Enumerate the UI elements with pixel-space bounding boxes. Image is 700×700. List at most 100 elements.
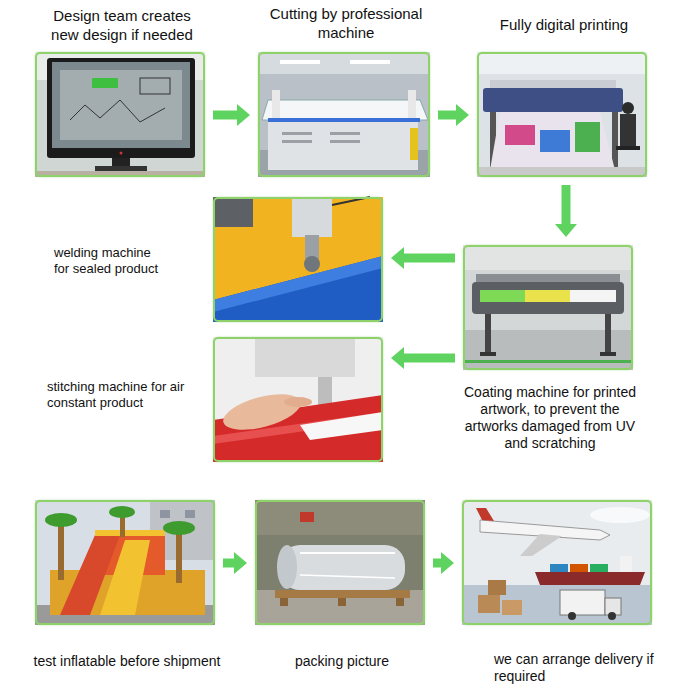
design-photo-part	[52, 62, 190, 148]
flow-arrow	[213, 104, 250, 126]
inflatable-photo	[35, 500, 215, 625]
delivery-photo-part	[478, 595, 500, 613]
stitching-photo-part	[284, 397, 312, 407]
delivery-photo-part	[620, 556, 632, 572]
flow-arrow	[555, 185, 577, 237]
inflatable-photo-part	[176, 528, 182, 583]
delivery-photo-part	[520, 534, 562, 556]
delivery-photo-part	[535, 572, 645, 585]
caption-holder: Fully digital printing	[479, 16, 649, 34]
design-photo-part	[120, 152, 123, 155]
cutting-photo-part	[408, 90, 416, 122]
stitching-photo-part	[213, 337, 383, 462]
packing-photo-part	[255, 500, 425, 625]
printing-photo	[477, 52, 647, 177]
caption-holder: Design team creates new design if needed	[47, 7, 197, 44]
photo-step: welding machine for sealed product	[213, 197, 383, 322]
flow-arrow	[438, 104, 469, 126]
printing-photo-part	[620, 114, 636, 146]
delivery-photo-part	[462, 500, 652, 625]
packing-photo-part	[255, 500, 425, 535]
coating-photo-part	[525, 290, 570, 302]
welding-photo	[213, 197, 383, 322]
printing-photo-part	[540, 130, 570, 152]
design-photo-part	[95, 166, 147, 171]
cutting-photo-part	[272, 90, 280, 122]
printing-photo-part	[505, 125, 535, 145]
cutting-photo-part	[410, 128, 418, 160]
design-photo-part	[92, 78, 118, 88]
flow-arrow	[391, 247, 455, 269]
welding-photo-part	[304, 256, 320, 272]
step-caption: Cutting by professional machine	[261, 5, 431, 42]
cutting-photo-part	[350, 60, 390, 64]
packing-photo-part	[338, 598, 346, 606]
design-photo-part	[47, 58, 195, 158]
packing-photo-part	[300, 575, 395, 578]
design-photo-part	[35, 52, 205, 177]
cutting-photo-part	[330, 140, 360, 143]
cutting-photo-part	[282, 140, 312, 143]
photo-step: test inflatable before shipment	[35, 500, 215, 625]
caption-holder: test inflatable before shipment	[17, 653, 237, 670]
welding-photo-part	[213, 256, 383, 312]
delivery-photo	[462, 500, 652, 625]
cutting-photo-part	[282, 132, 312, 135]
welding-photo-part	[213, 256, 383, 322]
cutting-photo	[258, 52, 430, 177]
printing-photo-part	[483, 88, 623, 112]
packing-photo-part	[280, 598, 288, 606]
coating-photo-part	[463, 360, 633, 363]
delivery-photo-part	[568, 612, 576, 620]
caption-holder: we can arrange delivery if required	[494, 651, 669, 685]
photo-step: stitching machine for air constant produ…	[213, 337, 383, 462]
delivery-photo-part	[476, 508, 494, 521]
caption-holder: Cutting by professional machine	[261, 5, 431, 42]
step-caption: we can arrange delivery if required	[494, 651, 669, 685]
delivery-photo-part	[590, 507, 650, 523]
flow-arrow	[391, 347, 455, 369]
inflatable-photo-part	[58, 520, 64, 580]
design-photo-part	[140, 78, 170, 94]
step-caption: welding machine for sealed product	[54, 245, 166, 277]
delivery-photo-part	[590, 564, 608, 572]
welding-photo-part	[213, 197, 383, 322]
packing-photo-part	[300, 512, 314, 522]
cutting-photo-part	[268, 118, 420, 122]
coating-photo	[463, 245, 633, 370]
printing-photo-part	[622, 102, 634, 114]
stitching-photo-part	[300, 412, 383, 440]
stitching-photo	[213, 337, 383, 462]
welding-photo-part	[292, 197, 332, 237]
step-caption: Fully digital printing	[479, 16, 649, 34]
step-caption: packing picture	[257, 653, 427, 670]
coating-photo-part	[480, 290, 525, 302]
packing-photo-part	[300, 552, 395, 554]
printing-photo-part	[477, 52, 647, 74]
packing-photo-part	[280, 545, 405, 590]
inflatable-photo-part	[109, 506, 135, 518]
caption-holder: stitching machine for air constant produ…	[47, 379, 207, 411]
cutting-photo-part	[258, 52, 430, 177]
design-photo-part	[60, 70, 182, 140]
step-caption: test inflatable before shipment	[17, 653, 237, 670]
flow-arrow	[223, 552, 247, 574]
inflatable-photo-part	[163, 521, 195, 535]
welding-photo-part	[305, 235, 319, 259]
inflatable-photo-part	[95, 530, 165, 536]
welding-photo-part	[213, 197, 253, 227]
stitching-photo-part	[255, 337, 355, 377]
stitching-photo-part	[219, 387, 304, 437]
delivery-photo-part	[550, 564, 568, 572]
photo-step: Design team creates new design if needed	[35, 52, 205, 177]
coating-photo-part	[463, 245, 633, 270]
inflatable-photo-part	[160, 510, 170, 518]
coating-photo-part	[570, 290, 616, 302]
delivery-photo-part	[488, 580, 506, 595]
cutting-photo-part	[262, 100, 428, 120]
photo-step: Cutting by professional machine	[258, 52, 430, 177]
